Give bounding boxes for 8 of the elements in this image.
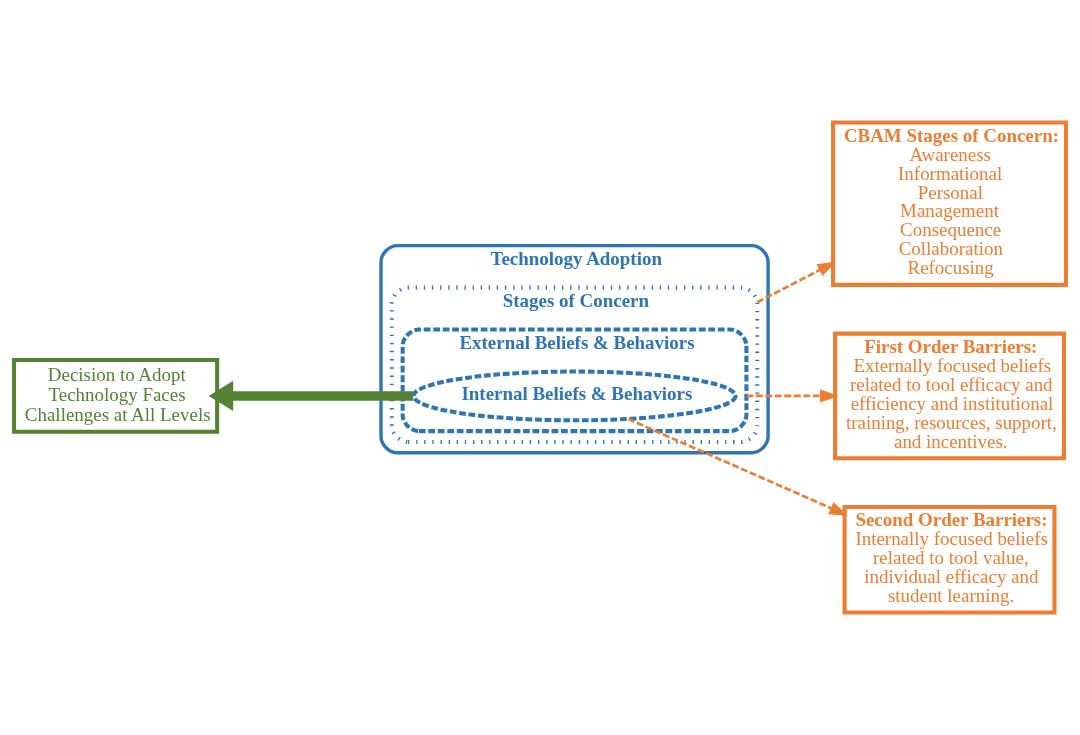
node-box: Second Order Barriers: Internally focused beliefs related to tool value, individual efficacy and student learning. — [842, 504, 1057, 615]
node-box: Decision to Adopt Technology Faces Challenges at All Levels — [12, 358, 220, 434]
node-ellipse: Internal Beliefs & Behaviors — [411, 369, 738, 423]
arrow — [208, 380, 414, 412]
node-box: CBAM Stages of Concern: Awareness Informational Personal Management Consequence Collaboration Refocusing — [831, 120, 1068, 287]
arrow — [756, 261, 837, 304]
arrow — [746, 389, 839, 403]
node-box: First Order Barriers: Externally focused beliefs related to tool efficacy and efficiency and institutional training, resources, support, and incentives. — [833, 331, 1066, 461]
